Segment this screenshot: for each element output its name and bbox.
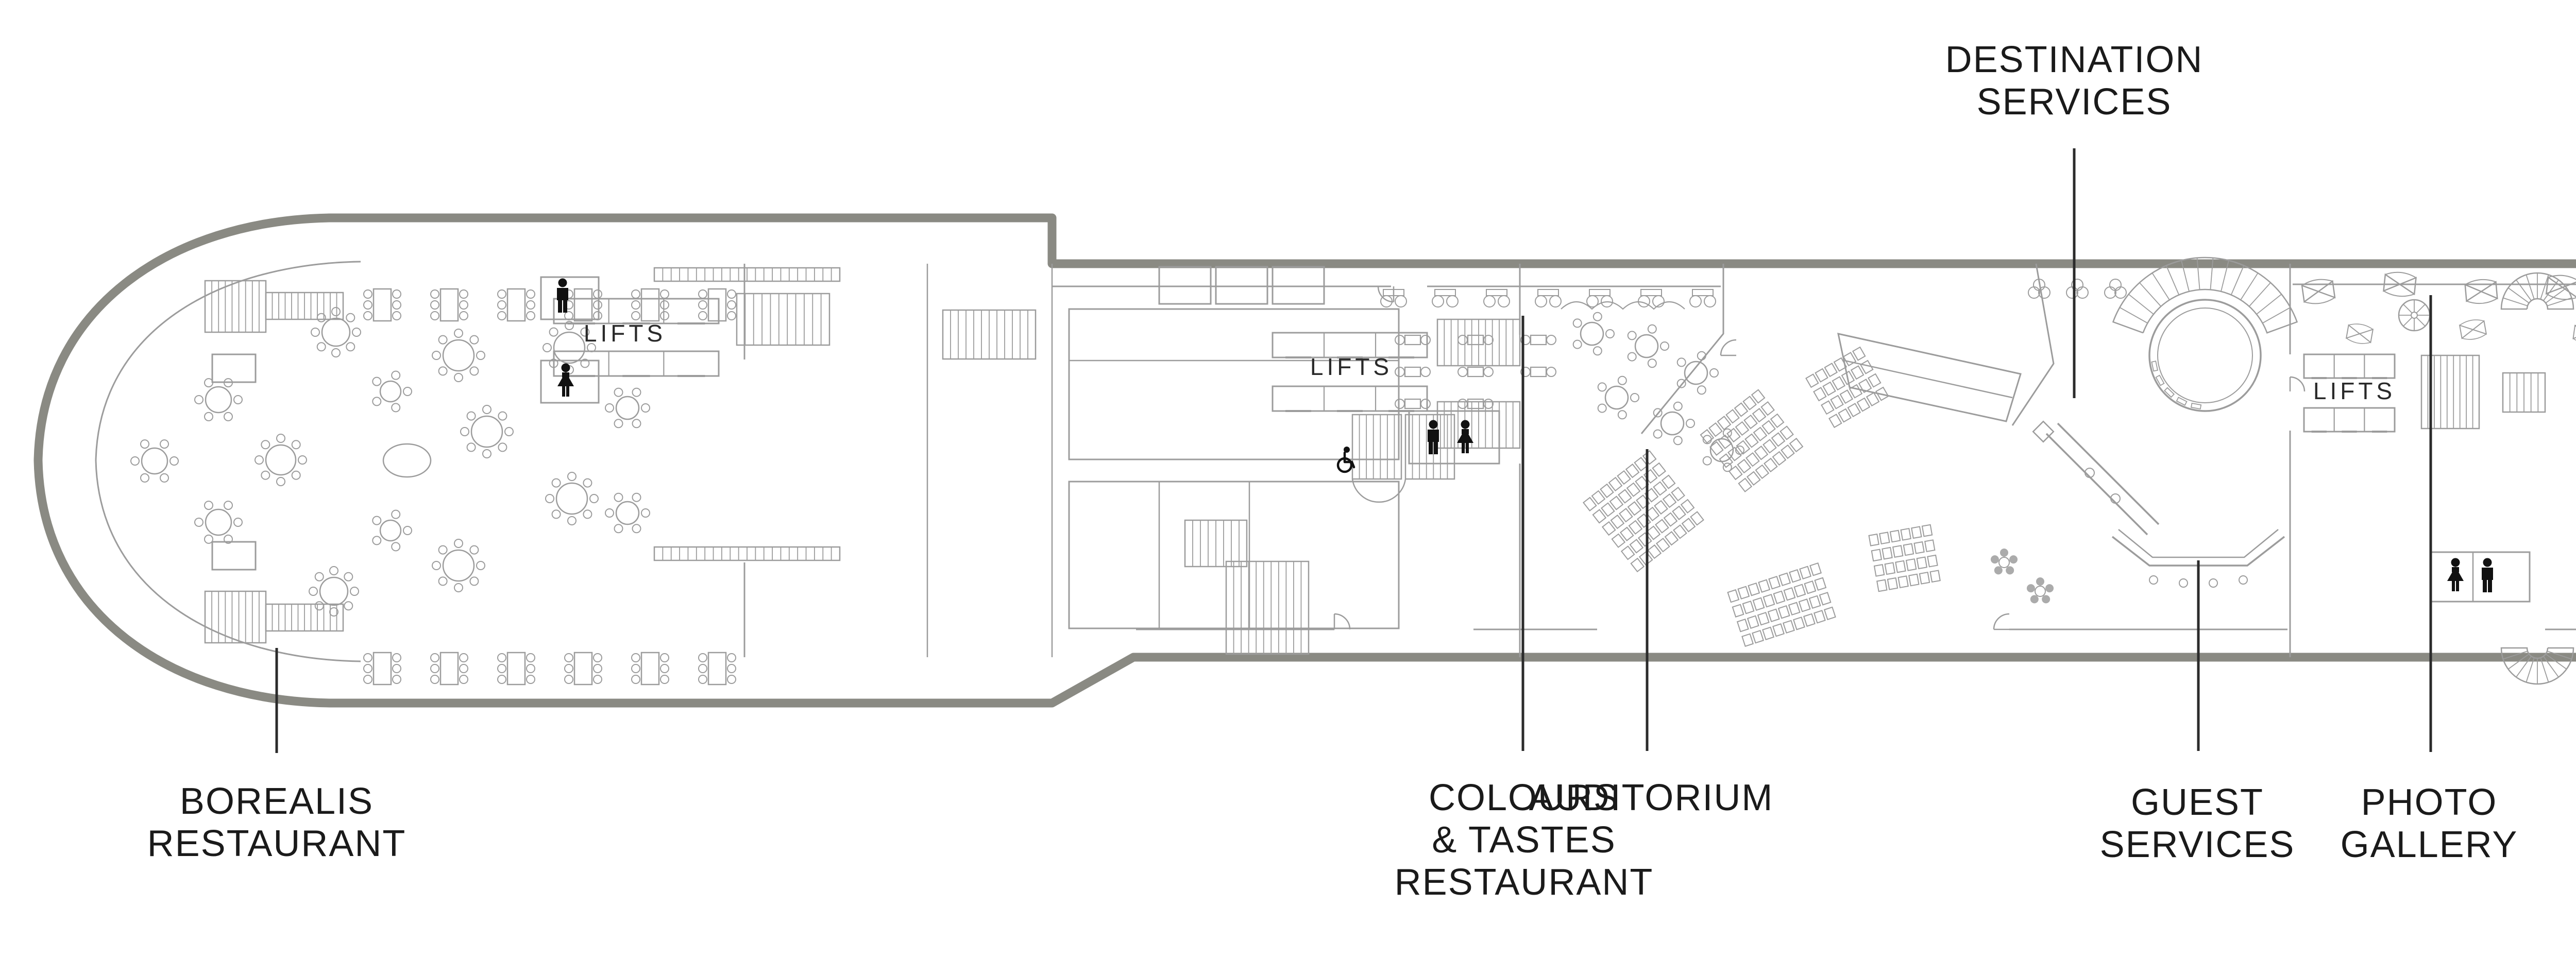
female-icon [557, 363, 574, 397]
furniture-layer [130, 256, 2576, 686]
auditorium-label: AUDITORIUM [1529, 777, 1774, 818]
interior-walls [95, 261, 2576, 662]
colours-tastes-restaurant-label: & TASTES [1432, 819, 1616, 861]
lifts-label: LIFTS [584, 320, 666, 347]
wheelchair-icon [1336, 447, 1355, 473]
icons-layer [557, 278, 2493, 592]
leader-lines [275, 148, 2432, 753]
borealis-restaurant-label: RESTAURANT [147, 823, 406, 864]
photo-gallery-label: GALLERY [2341, 824, 2518, 865]
lifts-label: LIFTS [1310, 353, 1393, 380]
colours-tastes-restaurant-label: COLOURS [1429, 777, 1619, 818]
guest-services-label: SERVICES [2100, 824, 2295, 865]
female-icon [2447, 558, 2464, 591]
ship-hull [33, 213, 2576, 708]
borealis-restaurant-label: BOREALIS [180, 781, 374, 822]
female-icon [1457, 420, 1473, 453]
destination-services-label: DESTINATION [1945, 39, 2204, 80]
destination-services-label: SERVICES [1977, 81, 2172, 123]
guest-services-label: GUEST [2131, 782, 2264, 823]
photo-gallery-label: PHOTO [2361, 782, 2498, 823]
male-icon [1428, 420, 1439, 454]
male-icon [2482, 558, 2493, 592]
male-icon [557, 278, 568, 313]
colours-tastes-restaurant-label: RESTAURANT [1395, 862, 1654, 903]
lifts-label: LIFTS [2313, 378, 2396, 404]
